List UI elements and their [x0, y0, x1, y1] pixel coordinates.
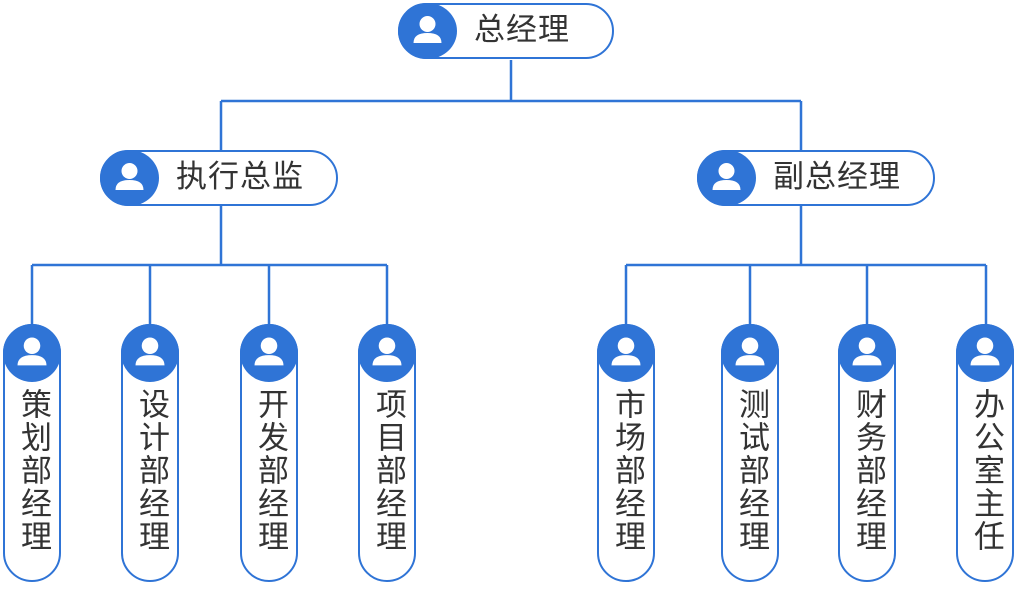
person-icon	[239, 323, 298, 382]
branch-left-connector	[30, 206, 389, 324]
person-icon	[596, 323, 655, 382]
node-design-manager: 设计部经理	[120, 323, 179, 582]
node-label: 测试部经理	[733, 388, 769, 553]
person-icon	[696, 149, 756, 206]
person-icon	[357, 323, 416, 382]
person-icon	[837, 323, 896, 382]
node-testing-manager: 测试部经理	[720, 323, 779, 582]
node-label: 副总经理	[773, 159, 901, 195]
node-label: 策划部经理	[15, 388, 51, 553]
root-connector	[219, 60, 803, 150]
node-label: 执行总监	[176, 159, 304, 195]
node-label: 开发部经理	[252, 388, 288, 553]
person-icon	[397, 2, 457, 59]
node-label: 总经理	[474, 12, 570, 48]
node-planning-manager: 策划部经理	[2, 323, 61, 582]
node-label: 市场部经理	[609, 388, 645, 553]
node-project-manager: 项目部经理	[357, 323, 416, 582]
person-icon	[955, 323, 1014, 382]
node-office-director: 办公室主任	[955, 323, 1014, 582]
node-general-manager: 总经理	[397, 2, 614, 59]
node-deputy-general-manager: 副总经理	[696, 149, 935, 206]
node-marketing-manager: 市场部经理	[596, 323, 655, 582]
node-finance-manager: 财务部经理	[837, 323, 896, 582]
person-icon	[99, 149, 159, 206]
branch-right-connector	[624, 206, 988, 324]
node-label: 设计部经理	[133, 388, 169, 553]
node-development-manager: 开发部经理	[239, 323, 298, 582]
node-label: 办公室主任	[968, 388, 1004, 553]
node-label: 财务部经理	[850, 388, 886, 553]
person-icon	[720, 323, 779, 382]
person-icon	[2, 323, 61, 382]
node-executive-director: 执行总监	[99, 149, 338, 206]
person-icon	[120, 323, 179, 382]
node-label: 项目部经理	[370, 388, 406, 553]
